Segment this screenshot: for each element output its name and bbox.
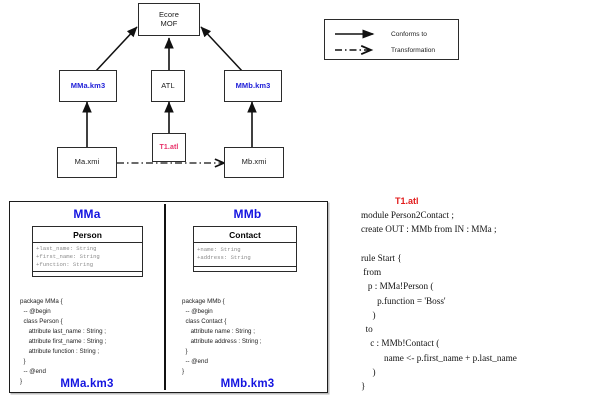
- node-label: MMa.km3: [70, 80, 106, 90]
- node-ecore-mof: Ecore MOF: [138, 3, 200, 36]
- uml-attribute: +address: String: [197, 254, 251, 262]
- metamodel-title-mmb: MMb: [233, 207, 262, 221]
- solid-arrow-icon: [335, 29, 375, 39]
- metamodel-footer-mmb: MMb.km3: [220, 378, 275, 390]
- node-ma-xmi: Ma.xmi: [57, 147, 117, 178]
- uml-attribute: +first_name: String: [36, 252, 100, 260]
- dashed-arrow-icon: [335, 44, 383, 56]
- uml-attributes: +name: String +address: String: [194, 243, 296, 268]
- legend-item-conforms-to: Conforms to: [333, 27, 427, 41]
- legend: Conforms to Transformation: [324, 19, 459, 60]
- node-atl: ATL: [151, 70, 185, 102]
- uml-class-contact: Contact +name: String +address: String: [193, 226, 297, 273]
- uml-attribute: +name: String: [197, 246, 241, 253]
- node-label: ATL: [161, 80, 175, 90]
- atl-title: T1.atl: [395, 196, 419, 206]
- uml-attribute: +function: String: [36, 261, 94, 269]
- node-label: Ecore: [158, 10, 180, 20]
- atl-code: module Person2Contact ; create OUT : MMb…: [361, 210, 517, 391]
- node-mma-km3: MMa.km3: [59, 70, 117, 102]
- node-label: MOF: [160, 18, 178, 28]
- panel-divider: [164, 204, 167, 390]
- uml-class-name: Contact: [194, 227, 296, 243]
- metamodel-panel: MMa Person +last_name: String +first_nam…: [9, 201, 328, 393]
- metamodel-title-mma: MMa: [73, 207, 101, 221]
- uml-class-person: Person +last_name: String +first_name: S…: [32, 226, 143, 278]
- km3-code-mma: package MMa { -- @begin class Person { a…: [20, 298, 107, 386]
- atl-code-block: T1.atl module Person2Contact ; create OU…: [361, 196, 597, 393]
- metamodel-column-mma: MMa Person +last_name: String +first_nam…: [10, 202, 164, 392]
- node-label: Ma.xmi: [74, 157, 100, 167]
- node-mmb-km3: MMb.km3: [224, 70, 282, 102]
- uml-attribute: +last_name: String: [36, 244, 97, 252]
- node-label: T1.atl: [159, 143, 179, 151]
- uml-attributes: +last_name: String +first_name: String +…: [33, 243, 142, 273]
- metamodel-footer-mma: MMa.km3: [60, 378, 114, 390]
- metamodel-column-mmb: MMb Contact +name: String +address: Stri…: [168, 202, 327, 392]
- node-label: MMb.km3: [235, 80, 271, 90]
- uml-class-name: Person: [33, 227, 142, 243]
- legend-item-transformation: Transformation: [333, 43, 435, 57]
- node-label: Mb.xmi: [241, 157, 267, 167]
- uml-operations: [194, 267, 296, 271]
- node-t1-atl: T1.atl: [152, 133, 186, 162]
- node-mb-xmi: Mb.xmi: [224, 147, 284, 178]
- uml-operations: [33, 272, 142, 276]
- km3-code-mmb: package MMb { -- @begin class Contact { …: [182, 298, 262, 376]
- legend-label: Transformation: [391, 46, 436, 54]
- legend-label: Conforms to: [391, 30, 427, 38]
